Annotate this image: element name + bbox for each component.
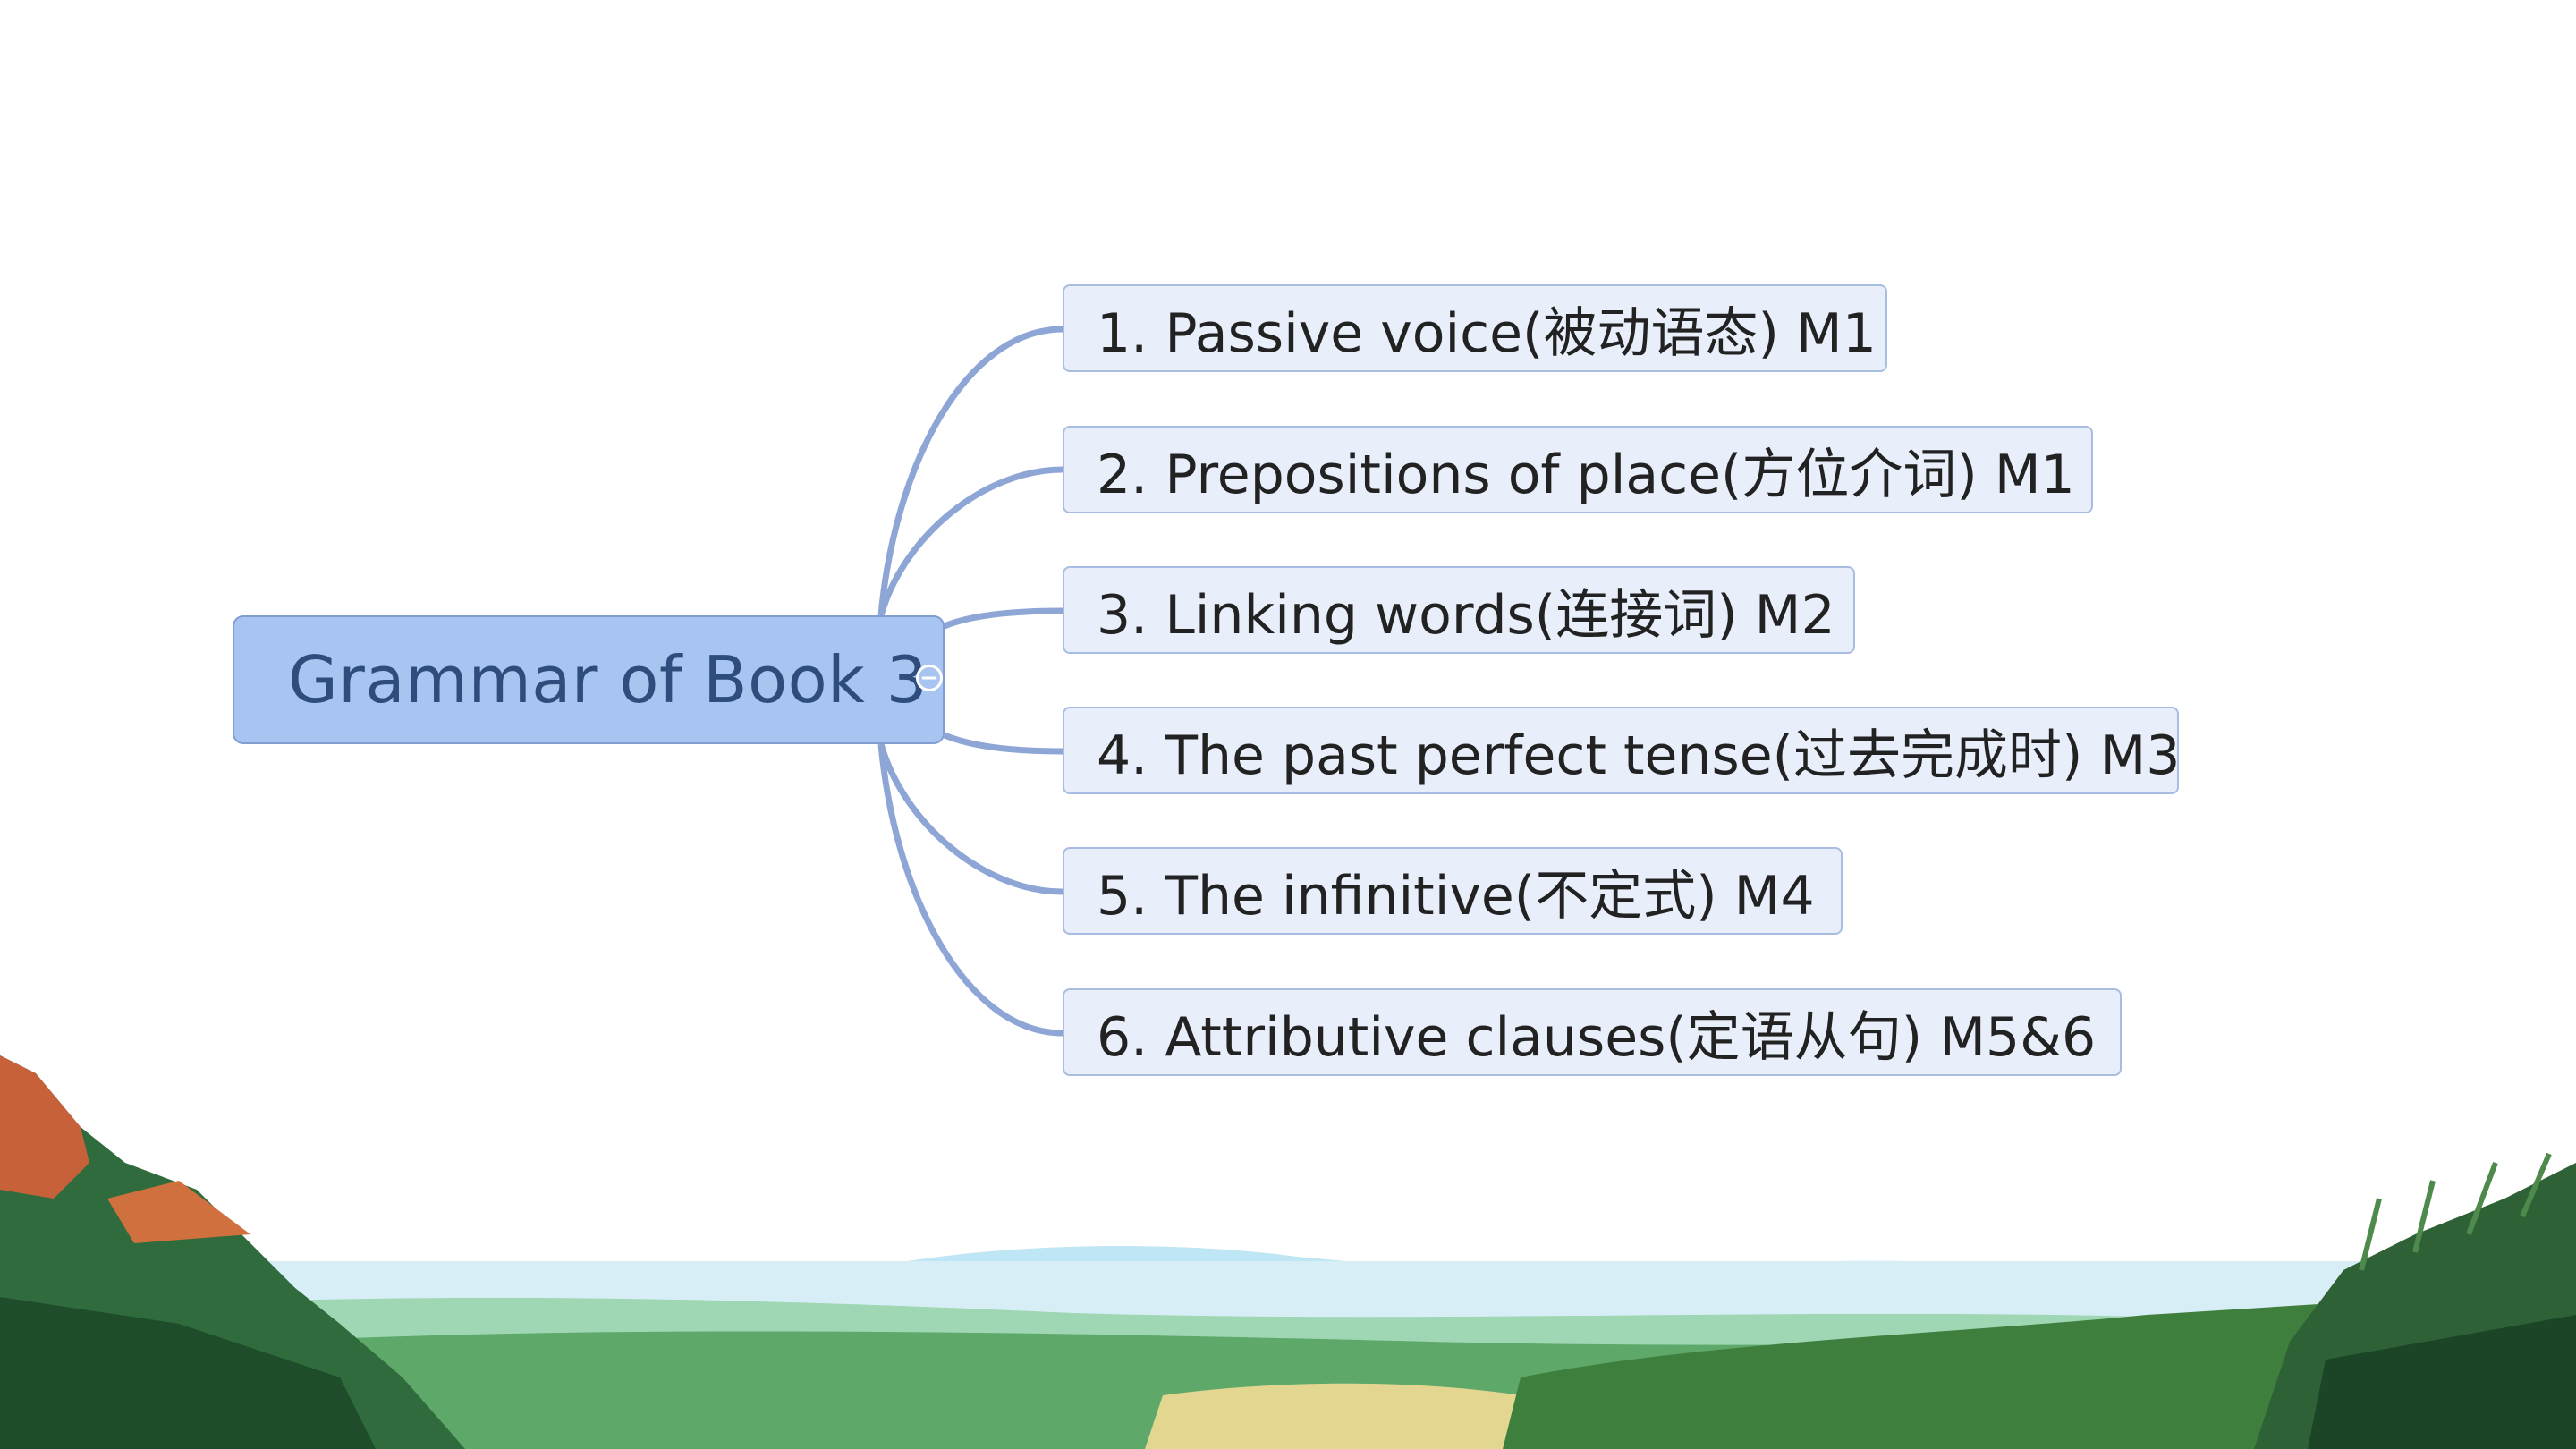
branch-topic-6[interactable]: 6. Attributive clauses(定语从句) M5&6	[1063, 988, 2122, 1076]
collapse-toggle-icon[interactable]: −	[916, 665, 943, 691]
connector-6	[877, 743, 1063, 1037]
root-topic[interactable]: Grammar of Book 3	[233, 615, 945, 744]
branch-topic-5[interactable]: 5. The infinitive(不定式) M4	[1063, 847, 1843, 935]
root-topic-label: Grammar of Book 3	[288, 642, 928, 717]
branch-topic-label: 4. The past perfect tense(过去完成时) M3	[1097, 724, 2181, 787]
connector-4	[943, 732, 1063, 755]
branch-topic-label: 2. Prepositions of place(方位介词) M1	[1097, 443, 2075, 506]
branch-topic-label: 3. Linking words(连接词) M2	[1097, 583, 1835, 647]
branch-topic-4[interactable]: 4. The past perfect tense(过去完成时) M3	[1063, 707, 2181, 794]
branch-topic-label: 5. The infinitive(不定式) M4	[1097, 864, 1815, 928]
connector-2	[877, 466, 1063, 616]
connector-1	[877, 326, 1063, 616]
branch-topic-3[interactable]: 3. Linking words(连接词) M2	[1063, 566, 1855, 654]
connector-5	[877, 743, 1063, 895]
branch-topic-label: 1. Passive voice(被动语态) M1	[1097, 301, 1877, 365]
branch-topic-1[interactable]: 1. Passive voice(被动语态) M1	[1063, 284, 1887, 372]
branch-topic-label: 6. Attributive clauses(定语从句) M5&6	[1097, 1005, 2097, 1069]
branch-topic-2[interactable]: 2. Prepositions of place(方位介词) M1	[1063, 426, 2093, 513]
connector-3	[943, 607, 1063, 630]
